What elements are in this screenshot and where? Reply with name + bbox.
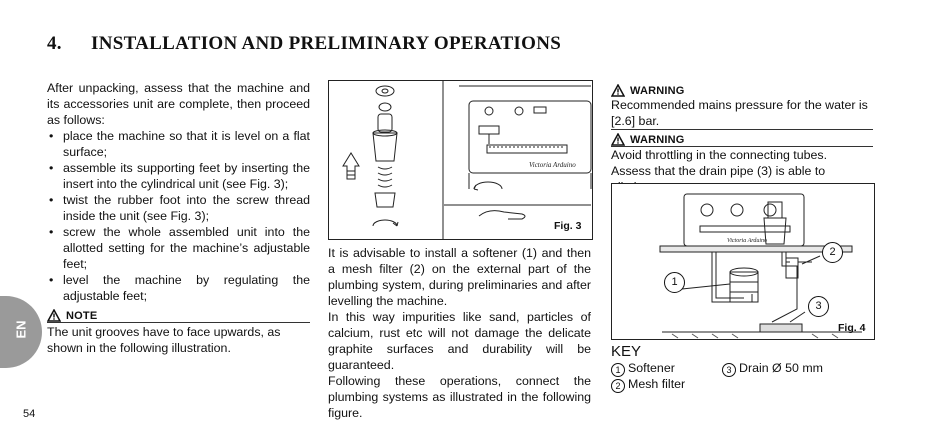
paragraph: It is advisable to install a softener (1… [328,246,591,308]
language-tab-label: EN [13,320,29,339]
plumbing-diagram: Victoria Arduino [659,193,862,339]
key-label: Drain Ø 50 mm [739,361,823,375]
warning-block-1: WARNING Recommended mains pressure for t… [611,84,873,130]
key-number: 1 [611,363,625,377]
key-number: 2 [611,379,625,393]
note-block: NOTE The unit grooves have to face upwar… [47,309,310,356]
warning-triangle-icon [47,309,61,322]
figure-3: Victoria Arduino Fig. 3 [328,80,593,240]
fig4-label: Fig. 4 [838,322,866,334]
warning2-label: WARNING [630,133,685,146]
key-title: KEY [611,343,642,360]
step-item: level the machine by regulating the adju… [47,272,310,304]
intro-paragraph: After unpacking, assess that the machine… [47,81,310,127]
note-text: The unit grooves have to face upwards, a… [47,325,281,355]
paragraph: In this way impurities like sand, partic… [328,310,591,372]
callout-2: 2 [822,242,843,263]
warning1-label: WARNING [630,84,685,97]
step-item: screw the whole assembled unit into the … [47,224,310,272]
section-heading: 4. INSTALLATION AND PRELIMINARY OPERATION… [47,33,561,55]
warning-triangle-icon [611,84,625,97]
warning1-header: WARNING [611,84,873,97]
middle-text: It is advisable to install a softener (1… [328,245,591,421]
left-column: After unpacking, assess that the machine… [47,80,310,304]
page-number: 54 [23,408,36,420]
key-number: 3 [722,363,736,377]
paragraph: Following these operations, connect the … [328,374,591,420]
figure-4: Victoria Arduino 1 2 3 Fig. 4 [611,183,875,340]
fig3-label: Fig. 3 [554,220,582,232]
callout-1: 1 [664,272,685,293]
warning2-header: WARNING [611,133,873,147]
note-header: NOTE [47,309,310,323]
key-label: Mesh filter [628,377,686,391]
step-item: twist the rubber foot into the screw thr… [47,192,310,224]
step-item: assemble its supporting feet by insertin… [47,160,310,192]
section-number: 4. [47,33,62,54]
section-title: INSTALLATION AND PRELIMINARY OPERATIONS [91,33,562,54]
warning2-text-1: Avoid throttling in the connecting tubes… [611,148,828,162]
warning-triangle-icon [611,133,625,146]
svg-text:Victoria Arduino: Victoria Arduino [529,161,576,169]
step-item: place the machine so that it is level on… [47,128,310,160]
callout-3: 3 [808,296,829,317]
key-label: Softener [628,361,675,375]
warning1-text: Recommended mains pressure for the water… [611,97,873,130]
svg-text:Victoria Arduino: Victoria Arduino [727,238,767,244]
installation-steps: place the machine so that it is level on… [47,128,310,304]
note-label: NOTE [66,309,98,322]
foot-assembly-illustration: Victoria Arduino [342,81,592,239]
